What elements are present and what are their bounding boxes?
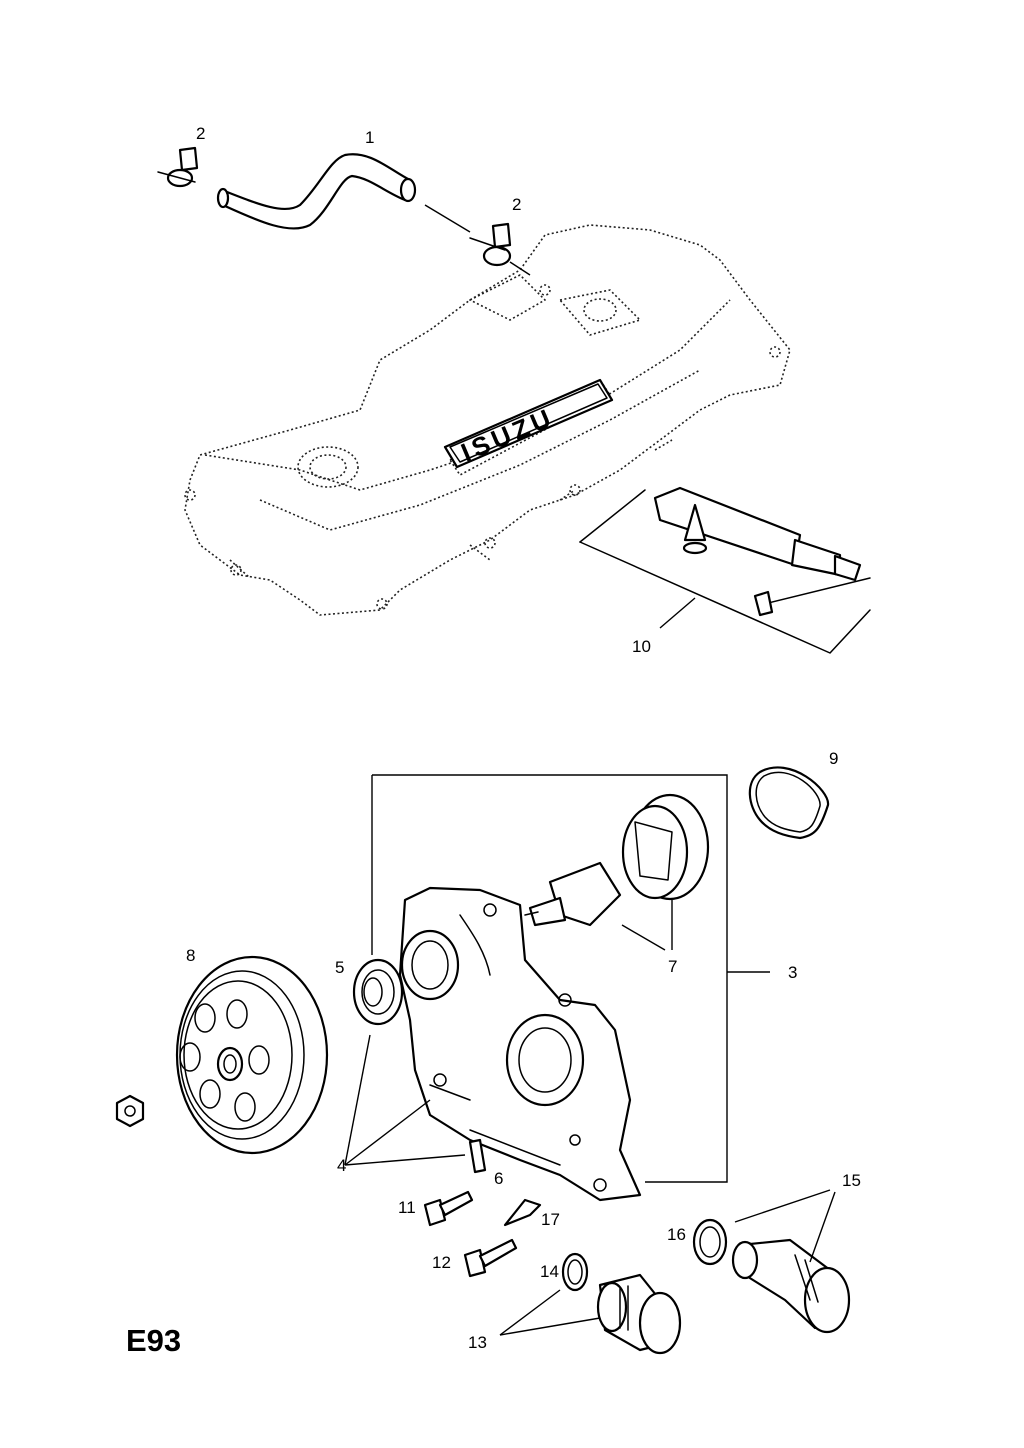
callout-1: 1 — [365, 128, 374, 147]
pump-outer-rotor — [621, 793, 710, 901]
callout-2a: 2 — [196, 124, 205, 143]
callout-6: 6 — [494, 1169, 503, 1188]
crank-seal — [352, 958, 404, 1026]
diagram-code: E93 — [126, 1323, 181, 1358]
o-ring-14 — [561, 1252, 589, 1292]
callout-3: 3 — [788, 963, 797, 982]
front-cover-housing — [398, 886, 642, 1202]
breather-hose — [216, 153, 417, 230]
callout-17: 17 — [541, 1210, 560, 1229]
hose-clamp-lower — [469, 222, 512, 267]
callout-10: 10 — [632, 637, 651, 656]
callout-8: 8 — [186, 946, 195, 965]
bolt-12 — [463, 1238, 518, 1278]
callout-7: 7 — [668, 957, 677, 976]
o-ring-16 — [692, 1218, 728, 1266]
callout-15: 15 — [842, 1171, 861, 1190]
pin-17 — [503, 1198, 542, 1227]
callout-2b: 2 — [512, 195, 521, 214]
callout-4: 4 — [337, 1156, 346, 1175]
cover-logo-text: ISUZU — [457, 402, 559, 468]
pump-inner-rotor — [524, 861, 622, 927]
relief-valve-15 — [731, 1238, 851, 1334]
callout-16: 16 — [667, 1225, 686, 1244]
leader-lines — [344, 597, 836, 1336]
hose-to-clamp-leader — [424, 204, 471, 233]
callout-9: 9 — [829, 749, 838, 768]
relief-valve-13 — [596, 1273, 682, 1355]
clamp-to-cover-leader — [509, 261, 531, 276]
sealant-kit — [579, 486, 871, 654]
bolt-11 — [423, 1190, 474, 1227]
valve-cover: ISUZU — [184, 224, 791, 616]
hose-clamp-upper — [157, 146, 199, 188]
sprocket-nut — [115, 1094, 145, 1128]
dowel-pin — [468, 1138, 487, 1174]
callout-11: 11 — [398, 1198, 416, 1217]
timing-sprocket — [175, 955, 329, 1155]
callout-13: 13 — [468, 1333, 487, 1352]
callout-12: 12 — [432, 1253, 451, 1272]
callout-5: 5 — [335, 958, 344, 977]
callout-14: 14 — [540, 1262, 559, 1281]
assembly-bracket — [371, 774, 770, 1183]
